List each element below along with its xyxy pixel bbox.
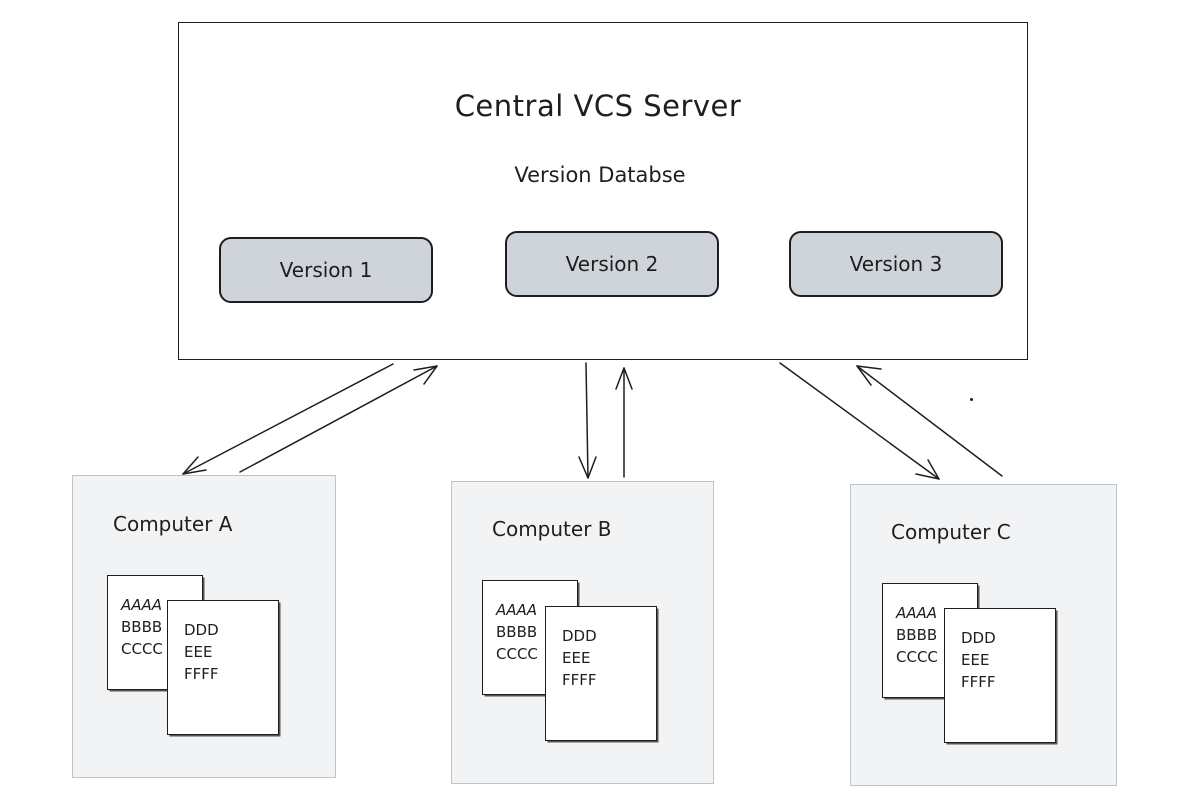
computer-a-document-front: DDD EEE FFFF (167, 600, 279, 735)
doc-line: EEE (562, 649, 591, 667)
computer-c-label: Computer C (891, 520, 1011, 544)
doc-line: DDD (184, 621, 219, 639)
doc-line: DDD (961, 629, 996, 647)
doc-line: CCCC (896, 648, 938, 666)
doc-line: AAAA (121, 596, 163, 614)
central-vcs-server-box: Central VCS Server Version Databse Versi… (178, 22, 1028, 360)
arrow-server-to-computer-a (182, 363, 394, 475)
arrow-computer-c-to-server (856, 365, 1003, 477)
doc-line: EEE (961, 651, 990, 669)
computer-b-label: Computer B (492, 517, 612, 541)
version-3-box: Version 3 (789, 231, 1003, 297)
doc-line: DDD (562, 627, 597, 645)
computer-c-document-front: DDD EEE FFFF (944, 608, 1056, 743)
doc-line: EEE (184, 643, 213, 661)
doc-line: AAAA (896, 604, 938, 622)
doc-line: BBBB (121, 618, 163, 636)
stray-dot (970, 398, 973, 401)
server-title: Central VCS Server (454, 89, 742, 123)
doc-line: CCCC (496, 645, 538, 663)
doc-line: FFFF (961, 673, 996, 691)
computer-b-box: Computer B AAAA BBBB CCCC DDD EEE FFFF (451, 481, 714, 784)
arrow-computer-a-to-server (239, 365, 438, 473)
version-1-label: Version 1 (279, 258, 373, 282)
doc-line: AAAA (496, 601, 538, 619)
doc-line: BBBB (496, 623, 538, 641)
version-2-label: Version 2 (565, 252, 659, 276)
doc-line: CCCC (121, 640, 163, 658)
arrow-server-to-computer-b (578, 362, 597, 479)
computer-c-box: Computer C AAAA BBBB CCCC DDD EEE FFFF (850, 484, 1117, 786)
computer-a-box: Computer A AAAA BBBB CCCC DDD EEE FFFF (72, 475, 336, 778)
computer-b-document-front: DDD EEE FFFF (545, 606, 657, 741)
computer-a-label: Computer A (113, 512, 233, 536)
arrow-server-to-computer-c (779, 362, 940, 480)
server-subtitle: Version Databse (514, 163, 686, 187)
version-2-box: Version 2 (505, 231, 719, 297)
doc-line: FFFF (184, 665, 219, 683)
version-3-label: Version 3 (849, 252, 943, 276)
doc-line: BBBB (896, 626, 938, 644)
arrow-computer-b-to-server (615, 367, 633, 478)
doc-line: FFFF (562, 671, 597, 689)
version-1-box: Version 1 (219, 237, 433, 303)
